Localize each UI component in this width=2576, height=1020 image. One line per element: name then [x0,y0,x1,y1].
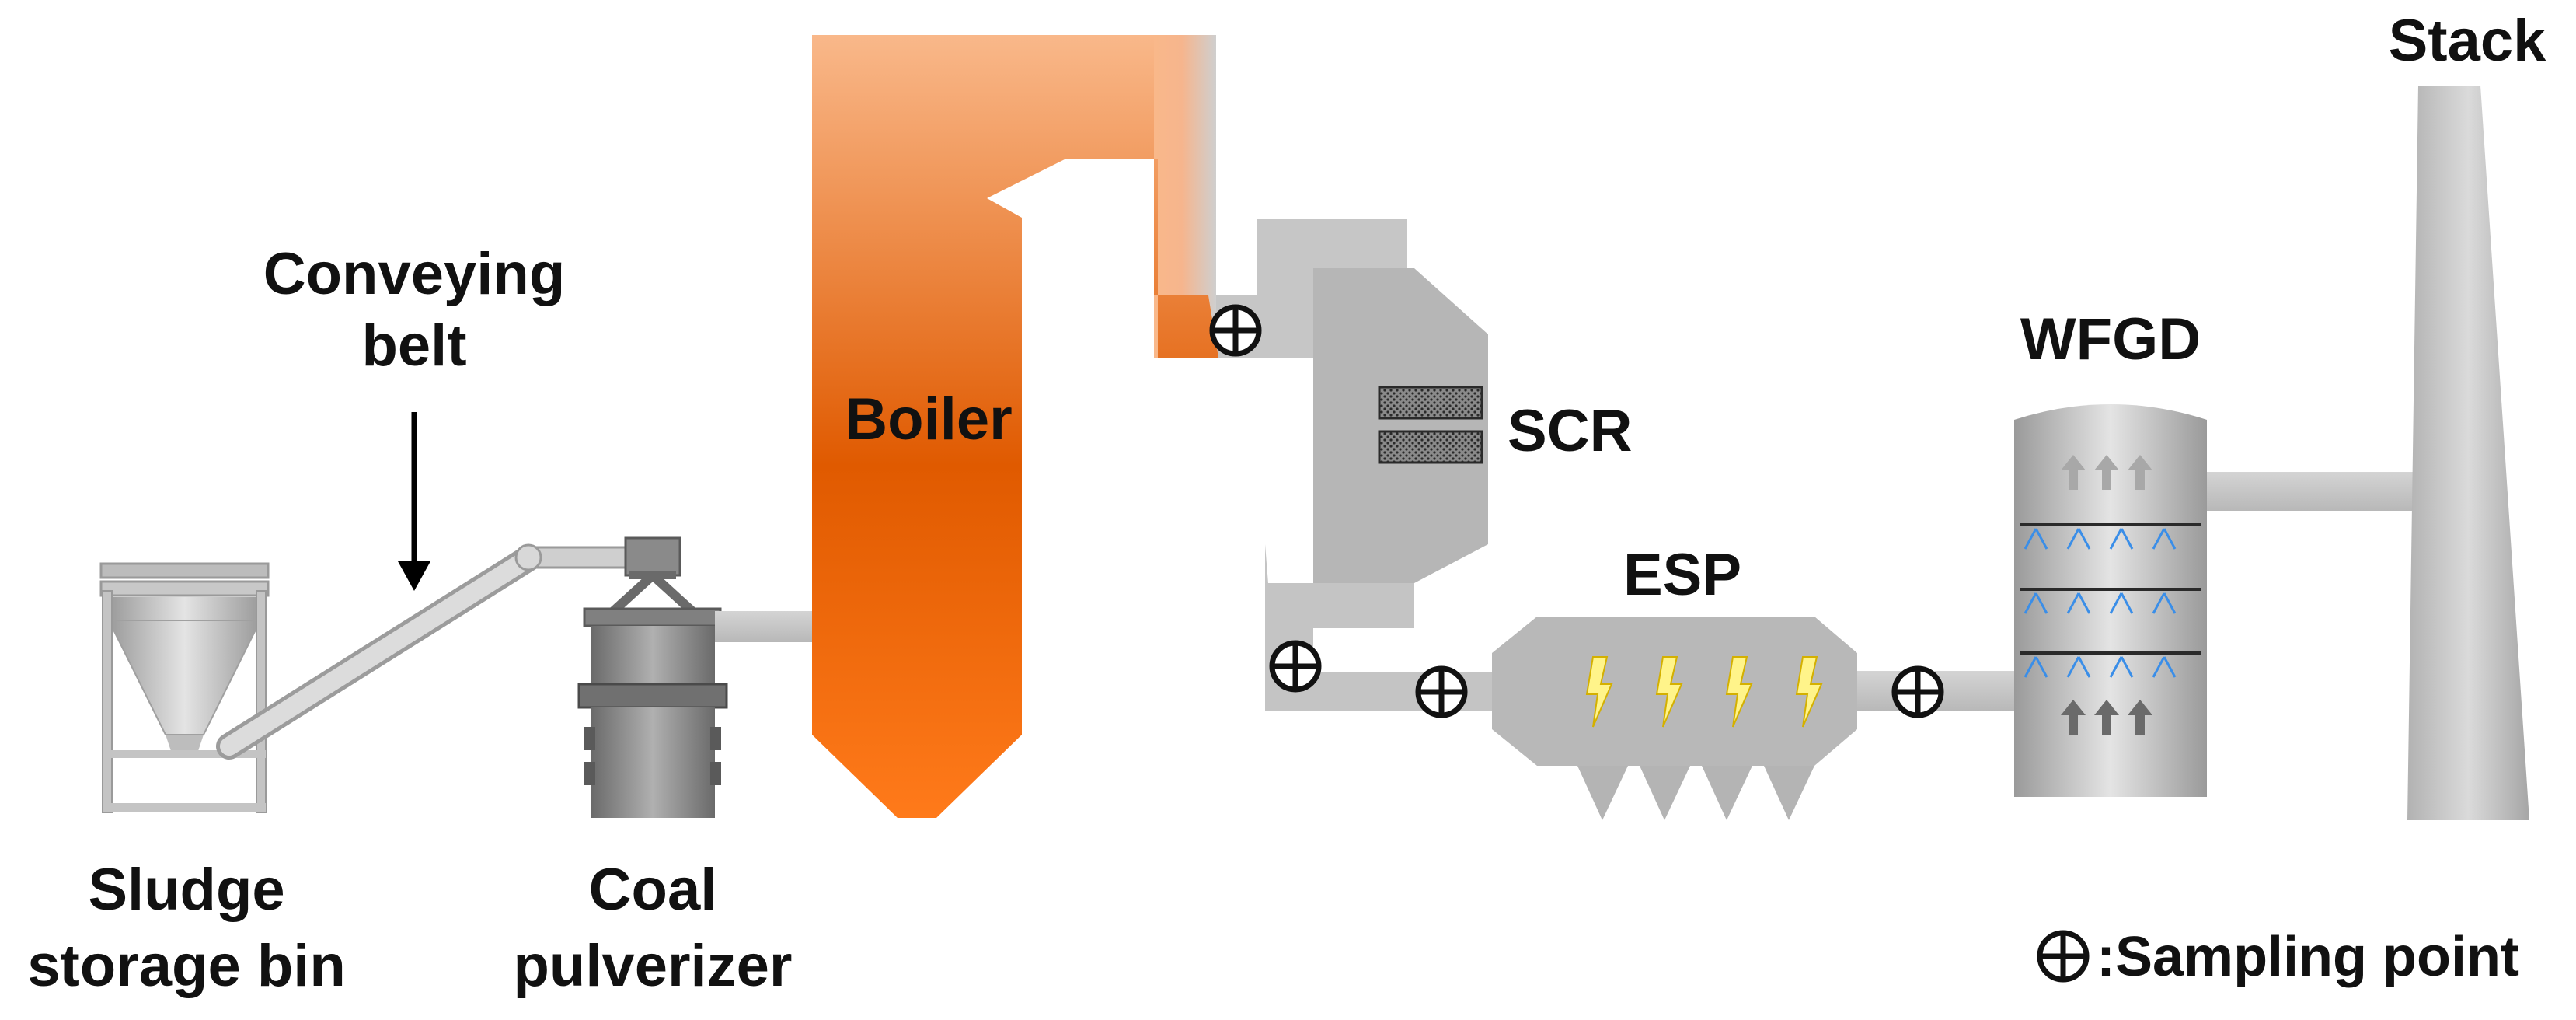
sludge-storage-bin [99,562,270,813]
sampling-point-icon [1209,304,1262,357]
coal-pulverizer-label-line1: Coal [589,857,717,923]
sampling-point-icon [1891,665,1944,718]
spray-nozzle-icon [2024,528,2177,678]
stack [2407,86,2529,820]
sludge-bin-label-line1: Sludge [88,857,284,923]
lightning-icon [1585,656,1823,728]
wfgd-absorber [2014,404,2207,797]
scr-catalyst-layer [1378,386,1483,420]
coal-pulverizer [577,536,728,818]
up-arrow-icon [2061,455,2152,490]
sludge-bin-label-line2: storage bin [27,933,346,999]
conveying-belt-label-line2: belt [361,313,466,379]
esp-label: ESP [1623,542,1741,608]
scr-reactor [1313,268,1488,583]
coal-pulverizer-label-line2: pulverizer [513,933,792,999]
conveying-belt-arrow [398,412,430,591]
stack-label: Stack [2389,8,2547,74]
conveying-belt-label-line1: Conveying [263,241,566,307]
duct-scr-esp [1265,544,1506,711]
duct-pulverizer-boiler [715,611,814,642]
boiler-label: Boiler [845,386,1012,452]
boiler [812,35,1218,818]
sampling-point-legend-label: :Sampling point [2097,926,2519,988]
sampling-point-icon [2037,930,2090,983]
scr-label: SCR [1508,398,1632,464]
sampling-point-icon [1269,640,1322,693]
up-arrow-icon [2061,700,2152,735]
legend: :Sampling point [2037,926,2519,988]
wfgd-spray-levels [2020,523,2201,655]
wfgd-label: WFGD [2020,306,2201,372]
duct-wfgd-stack [2207,472,2418,511]
esp [1492,617,1857,820]
scr-catalyst-layer [1378,430,1483,464]
conveying-belt [216,543,634,760]
sampling-point-icon [1415,665,1468,718]
